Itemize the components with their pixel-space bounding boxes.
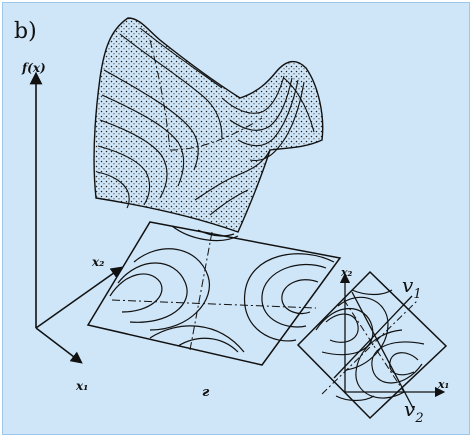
x1-axis-label: x₁ (75, 379, 88, 393)
contour-plot-caption: г (202, 385, 210, 400)
x2-right-axis-label: x₂ (340, 266, 353, 279)
f-axis-label: f(x) (21, 61, 46, 75)
x2-axis-label: x₂ (91, 255, 104, 269)
rotated-contour-plot (296, 270, 448, 420)
saddle-surface (93, 17, 324, 233)
v2-label: v2 (404, 397, 424, 426)
x1-right-axis-label: x₁ (437, 378, 449, 391)
x1-axis (35, 327, 83, 364)
contour-plot (86, 221, 342, 366)
panel-label: b) (14, 19, 37, 44)
v1-label: v1 (402, 273, 422, 302)
x2-axis (35, 266, 123, 329)
